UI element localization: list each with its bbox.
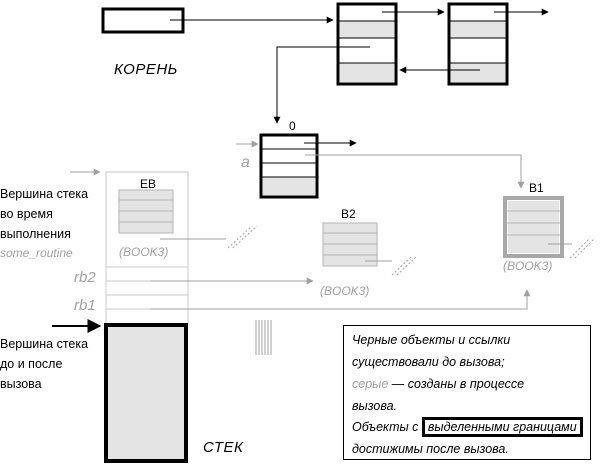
ref-rb2-label: rb2 xyxy=(74,269,96,286)
legend-line-3: серые — созданы в процессе xyxy=(352,376,524,392)
stack-top-after-line2: до и после xyxy=(0,357,63,371)
stack-top-during-line2: во время xyxy=(0,207,53,221)
ref-arrows xyxy=(52,140,531,333)
object-b1 xyxy=(503,196,596,259)
top-object-2 xyxy=(399,2,549,86)
class-b1-label: (BOOK3) xyxy=(503,259,553,273)
root-label: КОРЕНЬ xyxy=(114,61,178,78)
stack-top-during-line3: выполнения xyxy=(0,227,71,241)
legend-line-3-rest: — созданы в процессе xyxy=(388,377,525,391)
object-zero xyxy=(259,133,525,199)
stack-top-after-line3: вызова xyxy=(0,377,42,391)
legend-box: Черные объекты и ссылки существовали до … xyxy=(343,325,591,460)
legend-line-2: существовали до вызова; xyxy=(352,355,505,369)
stack-top-after-line1: Вершина стека xyxy=(0,337,89,351)
class-eb-label: (BOOK3) xyxy=(119,245,169,259)
class-b2-label: (BOOK3) xyxy=(320,284,370,298)
stack-label: СТЕК xyxy=(203,439,244,456)
object-b1-label: B1 xyxy=(529,181,544,195)
routine-label: some_routine xyxy=(0,246,73,260)
root-object xyxy=(101,7,334,34)
legend-line-5-pre: Объекты с xyxy=(352,420,422,434)
object-eb-label: EB xyxy=(140,177,157,191)
object-eb xyxy=(118,189,258,249)
legend-line-6: достижимы после вызова. xyxy=(352,442,509,456)
legend-line-4: вызова. xyxy=(352,399,398,413)
legend-gray-word: серые xyxy=(352,377,389,391)
object-b2 xyxy=(322,222,418,276)
stack-base xyxy=(104,323,188,463)
ref-rb1-label: rb1 xyxy=(74,297,96,314)
stack-top-during-line1: Вершина стека xyxy=(0,187,89,201)
top-object-1 xyxy=(273,2,445,124)
ref-a-label: a xyxy=(241,154,250,171)
object-b2-label: B2 xyxy=(341,207,356,221)
legend-line-1: Черные объекты и ссылки xyxy=(352,333,511,347)
object-zero-label: 0 xyxy=(289,119,296,133)
hatch-marks xyxy=(255,320,272,355)
legend-line-5: Объекты с выделенными границами xyxy=(352,417,583,437)
legend-highlight-box: выделенными границами xyxy=(421,417,583,437)
